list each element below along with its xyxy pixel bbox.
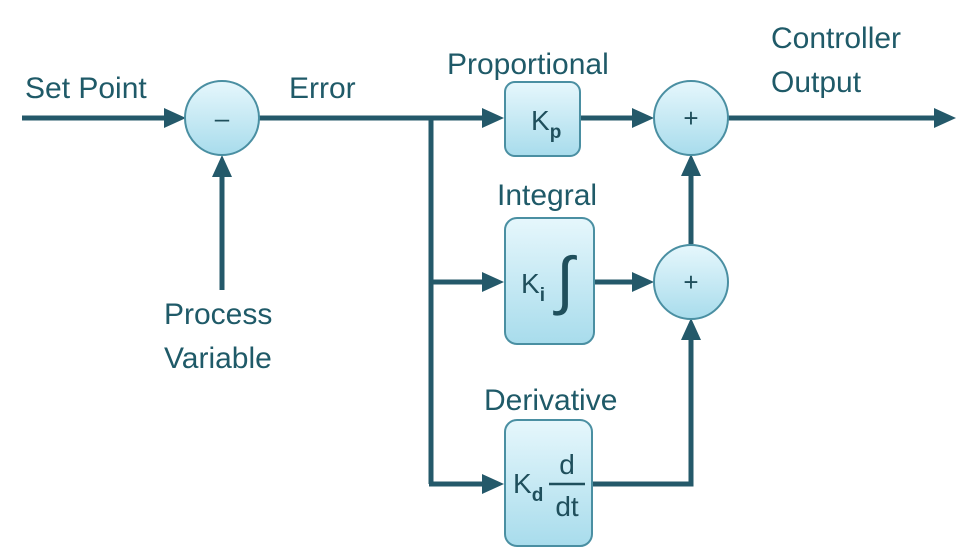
proportional-label: Proportional [447,48,609,81]
controller-output-label-line2: Output [771,66,862,99]
derivative-output-line [592,338,694,487]
derivative-denominator: dt [555,491,579,522]
integral-output-arrowhead [632,272,654,292]
integral-derivative-sum-sign: + [683,267,698,297]
derivative-block: Kd d dt [504,419,593,547]
integral-block: Ki ∫ [504,217,595,345]
proportional-gain-label: Kp [531,105,561,143]
set-point-label: Set Point [25,72,147,105]
process-variable-label-line2: Variable [164,342,272,375]
integral-derivative-summing-node: + [653,244,729,320]
output-sum-sign: + [683,103,698,133]
error-label: Error [289,72,356,105]
process-variable-label-line1: Process [164,298,272,331]
integral-input-arrowhead [482,272,504,292]
sum-link-arrowhead [681,154,701,176]
integral-symbol: ∫ [552,244,577,316]
derivative-gain-label: Kd [513,468,543,506]
controller-output-label-line1: Controller [771,22,901,55]
derivative-output-arrowhead [681,318,701,340]
derivative-label: Derivative [484,384,617,417]
derivative-input-arrowhead [482,474,504,494]
derivative-numerator: d [559,449,575,480]
error-sum-sign: – [215,103,230,133]
process-variable-arrowhead [212,155,232,177]
error-summing-node: – [184,80,260,156]
proportional-output-arrowhead [632,108,654,128]
proportional-input-arrowhead [482,108,504,128]
integral-gain-label: Ki [521,268,545,306]
set-point-arrowhead [164,108,186,128]
integral-label: Integral [497,179,597,212]
controller-output-arrowhead [934,108,956,128]
proportional-block: Kp [504,81,581,157]
output-summing-node: + [653,80,729,156]
